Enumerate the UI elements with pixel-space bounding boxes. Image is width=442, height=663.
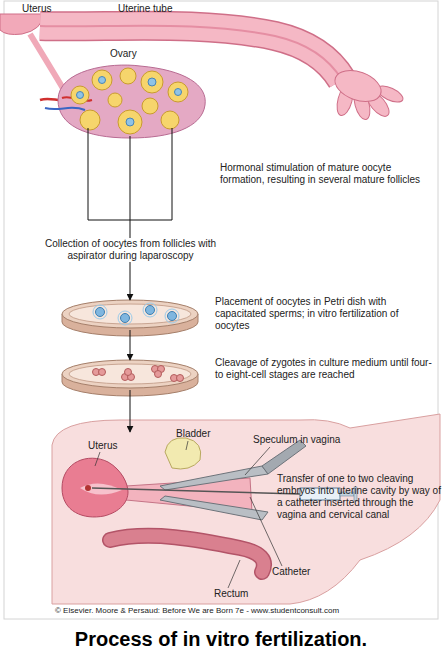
follicle: [120, 68, 136, 84]
embryo: [85, 485, 91, 491]
follicle: [141, 71, 163, 93]
blastomere: [155, 371, 162, 378]
part-label: Uterus: [22, 3, 82, 15]
part-label: Bladder: [176, 428, 236, 440]
oocyte: [77, 92, 84, 99]
follicle: [168, 82, 188, 102]
part-label: Speculum in vagina: [253, 434, 373, 446]
figure-caption: Process of in vitro fertilization.: [0, 627, 442, 651]
follicle: [108, 93, 122, 107]
speculum-handle: [262, 440, 306, 474]
part-label: Uterine tube: [118, 3, 208, 15]
rectum-shape: [110, 536, 264, 572]
part-label: Catheter: [272, 566, 342, 578]
step-description: Placement of oocytes in Petri dish with …: [215, 296, 435, 332]
speculum-blade: [160, 466, 268, 490]
petri-dish: [62, 300, 198, 328]
oocyte: [146, 306, 155, 315]
zona: [118, 311, 132, 325]
uterus-shape: [0, 14, 44, 35]
oocyte: [175, 89, 182, 96]
blastomere: [177, 375, 184, 382]
bladder-shape: [165, 438, 201, 469]
blastomere: [99, 369, 106, 376]
vein: [45, 108, 85, 110]
leader-line: [186, 441, 188, 450]
step-arrow: [130, 330, 131, 360]
part-label: Ovary: [110, 48, 170, 60]
stage-figure: Hormonal stimulation of mature oocyte fo…: [55, 62, 205, 136]
follicle: [118, 110, 142, 134]
follicle: [80, 110, 100, 130]
oocyte: [96, 308, 105, 317]
step-description: Transfer of one to two cleaving embryos …: [277, 473, 442, 521]
culture-medium: [69, 304, 191, 324]
oocyte: [121, 314, 130, 323]
copyright-note: © Elsevier. Moore & Persaud: Before We a…: [55, 606, 440, 616]
follicle: [92, 70, 112, 90]
blastomere: [125, 369, 132, 376]
infundibulum: [331, 65, 386, 108]
petri-dish: [62, 360, 198, 388]
bracket-line: [88, 128, 89, 220]
culture-medium: [69, 364, 191, 384]
leader-line: [228, 560, 240, 588]
step-description: Cleavage of zygotes in culture medium un…: [215, 357, 435, 381]
oocyte: [168, 312, 177, 321]
follicle: [142, 98, 158, 114]
follicle: [71, 86, 89, 104]
oocyte: [148, 78, 156, 86]
part-label: Uterus: [88, 440, 148, 452]
step-label: Collection of oocytes from follicles wit…: [28, 238, 233, 262]
stage-figure: Transfer of one to two cleaving embryos …: [60, 432, 300, 600]
zona: [165, 309, 179, 323]
stage-figure: Cleavage of zygotes in culture medium un…: [62, 360, 198, 390]
leader-line: [95, 452, 100, 466]
part-label: Rectum: [214, 588, 274, 600]
stage-figure: Placement of oocytes in Petri dish with …: [62, 300, 198, 330]
rectum-outline: [110, 536, 264, 572]
zona: [143, 303, 157, 317]
catheter-tube: [92, 488, 300, 494]
step-arrow: [130, 390, 131, 432]
step-description: Hormonal stimulation of mature oocyte fo…: [220, 162, 432, 186]
ovary-shape: [58, 65, 205, 138]
zona: [93, 305, 107, 319]
leader-line: [245, 447, 270, 475]
speculum-blade: [160, 496, 268, 520]
oocyte: [99, 77, 106, 84]
bracket-line: [172, 128, 173, 220]
step-arrow: [130, 136, 131, 300]
oocyte: [126, 118, 134, 126]
ovarian-ligament: [30, 34, 64, 90]
follicle: [161, 111, 179, 129]
